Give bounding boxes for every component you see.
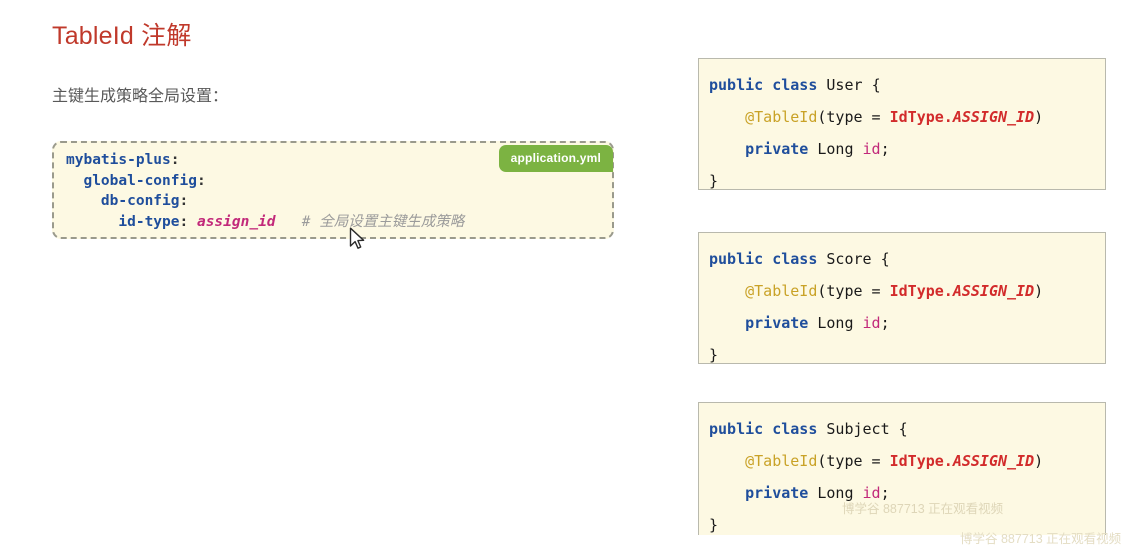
java-code-text-score: public class Score { @TableId(type = IdT… — [699, 233, 1105, 364]
close-brace-1: } — [709, 346, 719, 364]
close-brace-2: } — [709, 516, 719, 534]
class-name-user: User — [826, 76, 863, 94]
annotation-args-open-1: (type = — [817, 282, 890, 300]
kw-class-1: class — [772, 250, 818, 268]
field-type-2: Long — [817, 484, 854, 502]
yaml-key-id-type: id-type — [118, 213, 180, 230]
annotation-tableid-1: @TableId — [745, 282, 818, 300]
annotation-args-close-1: ) — [1034, 282, 1044, 300]
java-code-text-user: public class User { @TableId(type = IdTy… — [699, 59, 1105, 190]
annotation-args-close-0: ) — [1034, 108, 1044, 126]
annotation-args-open-2: (type = — [817, 452, 890, 470]
class-name-score: Score — [826, 250, 872, 268]
kw-public-2: public — [709, 420, 764, 438]
open-brace-0: { — [871, 76, 881, 94]
class-name-subject: Subject — [826, 420, 890, 438]
yaml-colon-1: : — [196, 172, 206, 189]
java-code-block-score: public class Score { @TableId(type = IdT… — [698, 232, 1106, 364]
kw-public-0: public — [709, 76, 764, 94]
field-name-2: id — [862, 484, 881, 502]
kw-private-1: private — [745, 314, 809, 332]
open-brace-2: { — [898, 420, 908, 438]
kw-class-2: class — [772, 420, 818, 438]
yaml-colon-2: : — [179, 193, 189, 209]
field-name-0: id — [862, 140, 881, 158]
java-code-block-user: public class User { @TableId(type = IdTy… — [698, 58, 1106, 190]
filename-badge: application.yml — [498, 145, 613, 172]
field-terminator-0: ; — [880, 140, 890, 158]
yaml-code-text: mybatis-plus: global-config: db-config: … — [66, 150, 464, 232]
field-name-1: id — [862, 314, 881, 332]
annotation-tableid-0: @TableId — [745, 108, 818, 126]
enum-class-1: IdType. — [889, 282, 953, 300]
open-brace-1: { — [880, 250, 890, 268]
kw-public-1: public — [709, 250, 764, 268]
field-type-1: Long — [817, 314, 854, 332]
kw-private-0: private — [745, 140, 809, 158]
java-code-block-subject: public class Subject { @TableId(type = I… — [698, 402, 1106, 535]
java-code-text-subject: public class Subject { @TableId(type = I… — [699, 403, 1105, 535]
subtitle: 主键生成策略全局设置： — [52, 88, 229, 105]
annotation-args-open-0: (type = — [817, 108, 890, 126]
annotation-args-close-2: ) — [1034, 452, 1044, 470]
enum-class-0: IdType. — [889, 108, 953, 126]
field-type-0: Long — [817, 140, 854, 158]
yaml-key-global-config: global-config — [83, 172, 197, 189]
yaml-code-block: mybatis-plus: global-config: db-config: … — [52, 141, 614, 239]
close-brace-0: } — [709, 172, 719, 190]
page-title: TableId 注解 — [52, 22, 192, 50]
left-column: TableId 注解 主键生成策略全局设置： mybatis-plus: glo… — [52, 22, 614, 249]
kw-class-0: class — [772, 76, 818, 94]
enum-value-1: ASSIGN_ID — [952, 282, 1035, 300]
enum-class-2: IdType. — [889, 452, 953, 470]
enum-value-0: ASSIGN_ID — [952, 108, 1035, 126]
enum-value-2: ASSIGN_ID — [952, 452, 1035, 470]
yaml-value-assign-id: assign_id — [196, 213, 276, 230]
yaml-colon-0: : — [170, 152, 180, 168]
field-terminator-1: ; — [880, 314, 890, 332]
yaml-key-db-config: db-config — [100, 193, 180, 209]
yaml-colon-3: : — [179, 213, 189, 230]
yaml-key-mybatis-plus: mybatis-plus — [66, 152, 171, 168]
field-terminator-2: ; — [880, 484, 890, 502]
yaml-comment: # 全局设置主键生成策略 — [301, 213, 465, 230]
right-column: public class User { @TableId(type = IdTy… — [698, 0, 1131, 535]
annotation-tableid-2: @TableId — [745, 452, 818, 470]
kw-private-2: private — [745, 484, 809, 502]
